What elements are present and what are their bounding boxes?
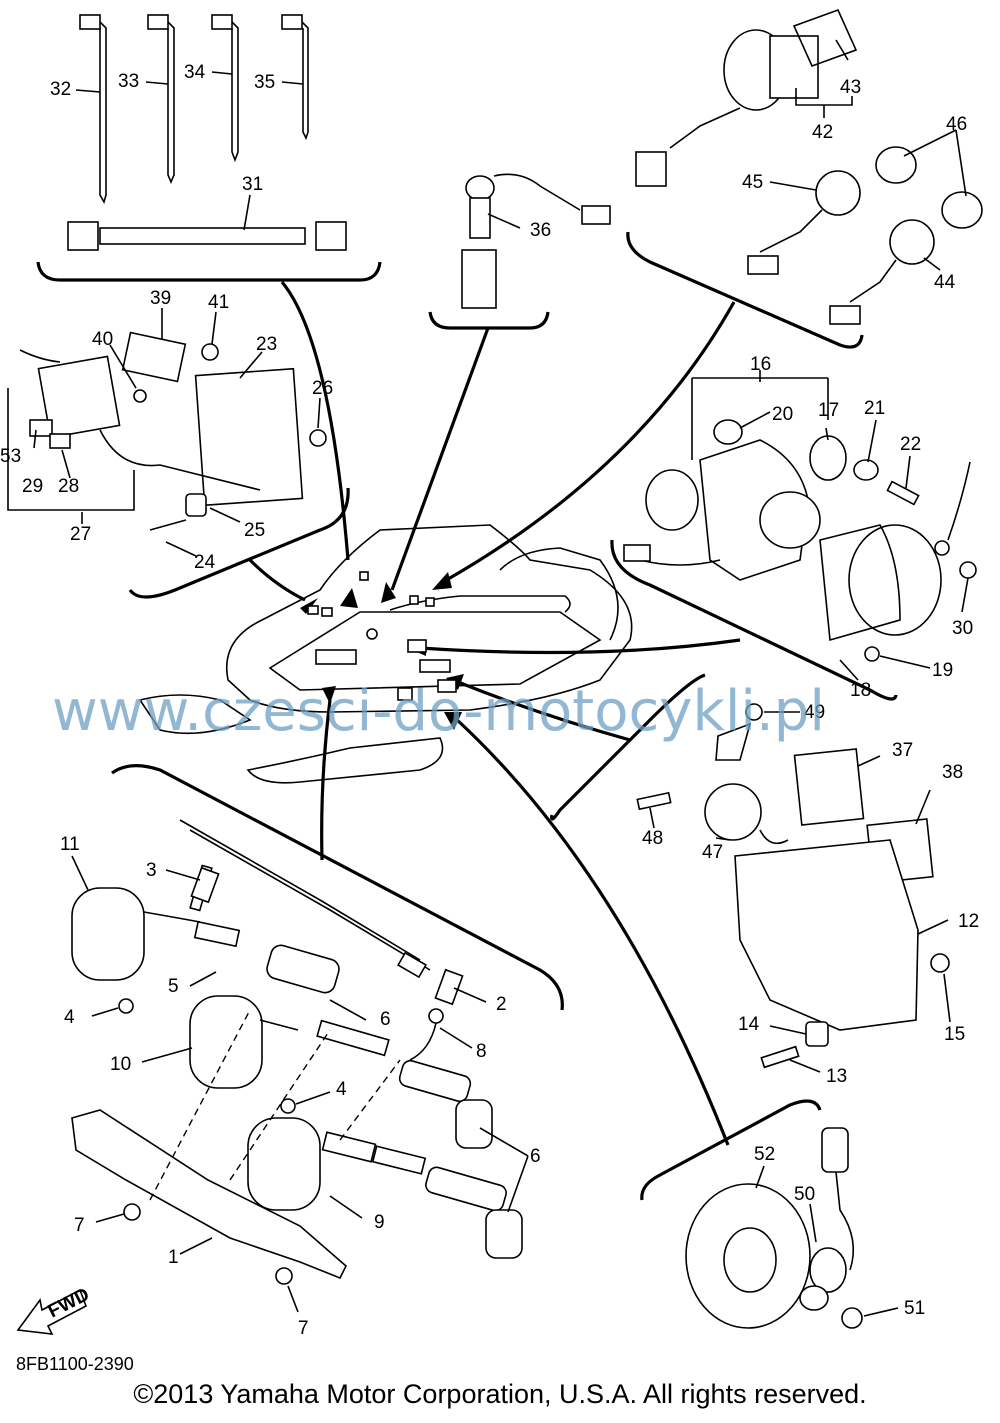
sensor-36 bbox=[461, 173, 611, 309]
group-brackets bbox=[36, 231, 898, 1201]
callout-2: 2 bbox=[496, 994, 507, 1015]
callout-28: 28 bbox=[58, 476, 79, 497]
callout-45: 45 bbox=[742, 172, 763, 193]
callout-19: 19 bbox=[932, 660, 953, 681]
callout-49: 49 bbox=[804, 702, 825, 723]
callout-8: 8 bbox=[476, 1041, 487, 1062]
callout-29: 29 bbox=[22, 476, 43, 497]
ignition-coil-group bbox=[71, 819, 523, 1285]
callout-34: 34 bbox=[184, 62, 206, 83]
callout-50: 50 bbox=[794, 1184, 815, 1205]
callout-3: 3 bbox=[146, 860, 157, 881]
callout-48: 48 bbox=[642, 828, 663, 849]
callout-32: 32 bbox=[50, 79, 71, 100]
callout-33: 33 bbox=[118, 71, 139, 92]
fwd-arrow: FWD bbox=[16, 1284, 93, 1335]
callout-21: 21 bbox=[864, 398, 885, 419]
callout-10: 10 bbox=[110, 1054, 131, 1075]
callout-7b: 7 bbox=[298, 1318, 309, 1339]
drawing-code: 8FB1100-2390 bbox=[16, 1354, 134, 1374]
callout-39: 39 bbox=[150, 288, 171, 309]
callout-47: 47 bbox=[702, 842, 723, 863]
rectifier-group bbox=[7, 331, 327, 531]
callout-43: 43 bbox=[840, 77, 861, 98]
callout-4a: 4 bbox=[64, 1007, 75, 1028]
callout-53: 53 bbox=[0, 446, 21, 467]
callout-36: 36 bbox=[530, 220, 551, 241]
callout-14: 14 bbox=[738, 1014, 760, 1035]
callout-11: 11 bbox=[60, 834, 80, 855]
throttle-group bbox=[623, 377, 977, 662]
callout-26: 26 bbox=[312, 378, 333, 399]
callout-12: 12 bbox=[958, 911, 979, 932]
callout-1: 1 bbox=[168, 1247, 179, 1268]
callout-22: 22 bbox=[900, 434, 921, 455]
leader-lines bbox=[33, 39, 969, 1317]
callout-46: 46 bbox=[946, 114, 967, 135]
callout-40: 40 bbox=[92, 329, 113, 350]
callout-41: 41 bbox=[208, 292, 229, 313]
callout-44: 44 bbox=[934, 272, 956, 293]
callout-37: 37 bbox=[892, 740, 913, 761]
callout-4b: 4 bbox=[336, 1079, 347, 1100]
watermark: www.czesci-do-motocykli.pl bbox=[52, 679, 825, 744]
callout-7a: 7 bbox=[74, 1215, 85, 1236]
callout-6a: 6 bbox=[380, 1009, 391, 1030]
fwd-label: FWD bbox=[45, 1284, 93, 1322]
callout-13: 13 bbox=[826, 1066, 847, 1087]
pickup-group bbox=[685, 1127, 863, 1329]
callout-24: 24 bbox=[194, 552, 216, 573]
callout-18: 18 bbox=[850, 680, 871, 701]
callout-52: 52 bbox=[754, 1144, 775, 1165]
callouts: 1 2 3 4 4 5 6 6 7 7 8 9 10 11 12 13 14 1… bbox=[0, 62, 979, 1339]
callout-6b: 6 bbox=[530, 1146, 541, 1167]
callout-31: 31 bbox=[242, 174, 263, 195]
callout-23: 23 bbox=[256, 334, 277, 355]
bands-group bbox=[67, 14, 347, 251]
copyright-footer: ©2013 Yamaha Motor Corporation, U.S.A. A… bbox=[133, 1379, 867, 1409]
cdi-group bbox=[636, 703, 950, 1069]
callout-17: 17 bbox=[818, 400, 839, 421]
callout-15: 15 bbox=[944, 1024, 965, 1045]
callout-30: 30 bbox=[952, 618, 973, 639]
callout-20: 20 bbox=[772, 404, 793, 425]
callout-38: 38 bbox=[942, 762, 963, 783]
callout-35: 35 bbox=[254, 72, 275, 93]
callout-5: 5 bbox=[168, 976, 179, 997]
pointer-lines bbox=[248, 280, 741, 1146]
callout-9: 9 bbox=[374, 1212, 385, 1233]
callout-16: 16 bbox=[750, 354, 771, 375]
switch-group bbox=[635, 8, 983, 325]
callout-51: 51 bbox=[904, 1298, 925, 1319]
callout-42: 42 bbox=[812, 122, 833, 143]
callout-25: 25 bbox=[244, 520, 265, 541]
frame-outline bbox=[138, 524, 633, 784]
callout-27: 27 bbox=[70, 524, 91, 545]
